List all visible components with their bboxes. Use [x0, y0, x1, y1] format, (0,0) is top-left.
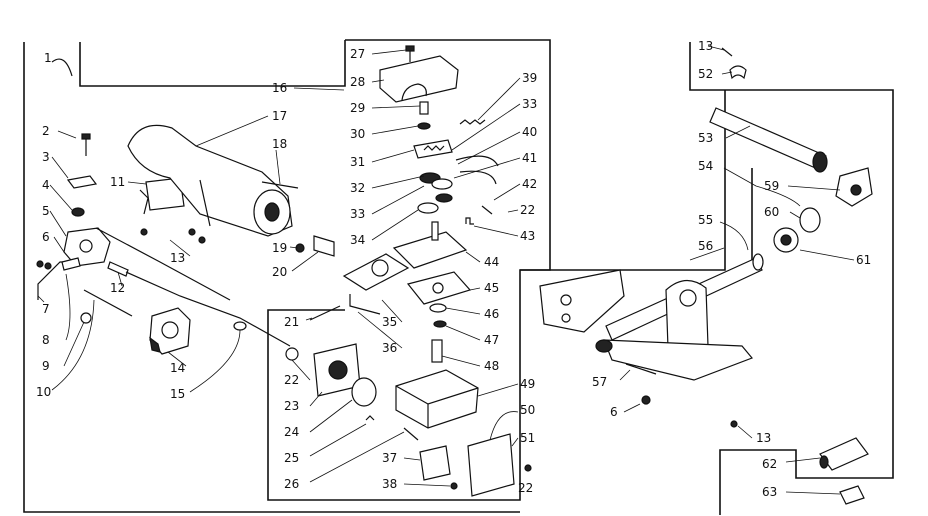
callout-13c: 13: [756, 431, 771, 445]
callout-18: 18: [272, 137, 287, 151]
callout-48: 48: [484, 359, 499, 373]
callout-45: 45: [484, 281, 499, 295]
callout-22: 22: [284, 373, 299, 387]
callout-25: 25: [284, 451, 299, 465]
callout-5: 5: [42, 204, 50, 218]
callout-33b: 33: [522, 97, 537, 111]
callout-9: 9: [42, 359, 50, 373]
callout-2: 2: [42, 124, 50, 138]
center-parts: [285, 45, 532, 497]
callout-27: 27: [350, 47, 365, 61]
callout-17: 17: [272, 109, 287, 123]
callout-41: 41: [522, 151, 537, 165]
right-parts: [539, 47, 873, 505]
callout-57: 57: [592, 375, 607, 389]
callout-8: 8: [42, 333, 50, 347]
callout-24: 24: [284, 425, 299, 439]
callout-53: 53: [698, 131, 713, 145]
callout-22c: 22: [518, 481, 533, 495]
callout-11: 11: [110, 175, 125, 189]
section-frames: [23, 39, 894, 515]
callout-38: 38: [382, 477, 397, 491]
callout-51: 51: [520, 431, 535, 445]
callout-20: 20: [272, 265, 287, 279]
callout-32: 32: [350, 181, 365, 195]
callout-55: 55: [698, 213, 713, 227]
callout-6: 6: [42, 230, 50, 244]
callout-37: 37: [382, 451, 397, 465]
callout-15: 15: [170, 387, 185, 401]
callout-1: 1: [44, 51, 52, 65]
callout-35: 35: [382, 315, 397, 329]
callout-29: 29: [350, 101, 365, 115]
left-leaders: [37, 87, 345, 393]
callout-21: 21: [284, 315, 299, 329]
callout-61: 61: [856, 253, 871, 267]
callout-39: 39: [522, 71, 537, 85]
callout-22b: 22: [520, 203, 535, 217]
callout-31: 31: [350, 155, 365, 169]
callout-26: 26: [284, 477, 299, 491]
callout-47: 47: [484, 333, 499, 347]
callout-49: 49: [520, 377, 535, 391]
callout-36: 36: [382, 341, 397, 355]
callout-10: 10: [36, 385, 51, 399]
callout-40: 40: [522, 125, 537, 139]
callout-60: 60: [764, 205, 779, 219]
callout-labels: 1 2 3 4 5 6 7 8 9 10 11 12 13 14 15 16 1…: [36, 39, 871, 499]
callout-19: 19: [272, 241, 287, 255]
callout-4: 4: [42, 178, 50, 192]
center-leaders: [291, 49, 521, 487]
callout-43: 43: [520, 229, 535, 243]
callout-56: 56: [698, 239, 713, 253]
callout-28: 28: [350, 75, 365, 89]
callout-13b: 13: [698, 39, 713, 53]
callout-44: 44: [484, 255, 499, 269]
callout-6b: 6: [610, 405, 618, 419]
callout-12: 12: [110, 281, 125, 295]
callout-16: 16: [272, 81, 287, 95]
callout-42: 42: [522, 177, 537, 191]
callout-52: 52: [698, 67, 713, 81]
callout-14: 14: [170, 361, 185, 375]
callout-34: 34: [350, 233, 365, 247]
callout-46: 46: [484, 307, 499, 321]
callout-3: 3: [42, 150, 50, 164]
callout-30: 30: [350, 127, 365, 141]
right-leaders: [619, 45, 855, 495]
callout-13: 13: [170, 251, 185, 265]
callout-54: 54: [698, 159, 713, 173]
callout-50: 50: [520, 403, 535, 417]
callout-62: 62: [762, 457, 777, 471]
callout-59: 59: [764, 179, 779, 193]
callout-7: 7: [42, 302, 50, 316]
callout-23: 23: [284, 399, 299, 413]
callout-63: 63: [762, 485, 777, 499]
callout-33: 33: [350, 207, 365, 221]
left-parts: [36, 58, 335, 355]
